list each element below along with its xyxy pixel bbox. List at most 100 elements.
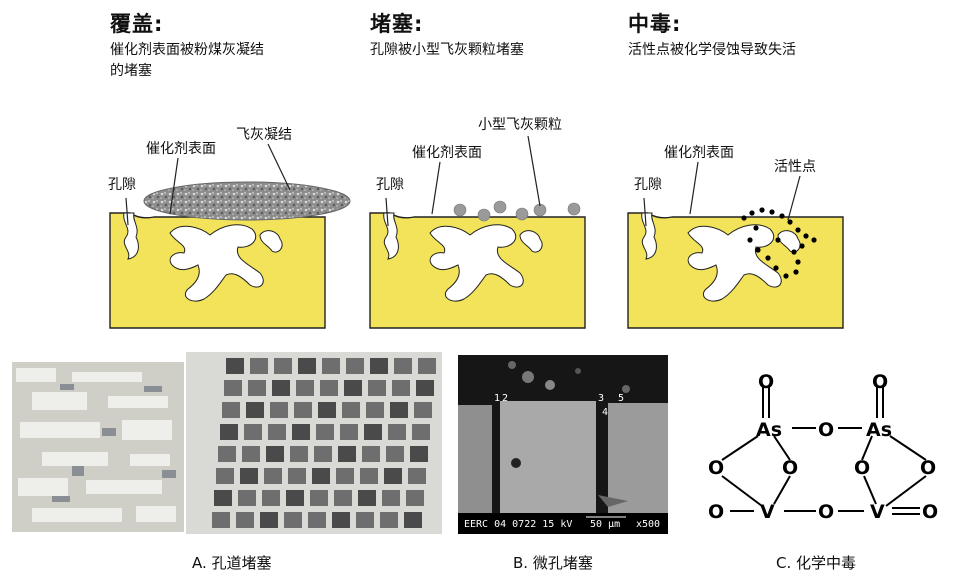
honeycomb-cell bbox=[360, 468, 378, 484]
honeycomb-cell bbox=[248, 380, 266, 396]
honeycomb-cell bbox=[382, 490, 400, 506]
pore-pointer-3 bbox=[643, 197, 647, 227]
active-site-label: 活性点 bbox=[774, 159, 816, 175]
honeycomb-cell bbox=[418, 358, 436, 374]
honeycomb-cell bbox=[272, 380, 290, 396]
honeycomb-cell bbox=[294, 402, 312, 418]
covering-desc-line2: 的堵塞 bbox=[110, 63, 152, 79]
honeycomb-cell bbox=[288, 468, 306, 484]
honeycomb-cell bbox=[266, 446, 284, 462]
pore-label-3: 孔隙 bbox=[634, 177, 662, 193]
sem-mark-2: 2 bbox=[502, 393, 508, 404]
o-bottom-right: O bbox=[922, 501, 938, 523]
honeycomb-cell bbox=[392, 380, 410, 396]
honeycomb-cell bbox=[264, 468, 282, 484]
poisoning-catalyst-block bbox=[627, 212, 844, 329]
honeycomb-cell bbox=[336, 468, 354, 484]
honeycomb-cell bbox=[214, 490, 232, 506]
honeycomb-cell bbox=[384, 468, 402, 484]
honeycomb-cell bbox=[226, 358, 244, 374]
blocking-description: 孔隙被小型飞灰颗粒堵塞 bbox=[370, 42, 524, 58]
honeycomb-cell bbox=[250, 358, 268, 374]
honeycomb-cell bbox=[308, 512, 326, 528]
honeycomb-cell bbox=[406, 490, 424, 506]
active-site-pointer bbox=[787, 175, 801, 221]
honeycomb-cell bbox=[220, 424, 238, 440]
particle-label: 小型飞灰颗粒 bbox=[478, 117, 562, 133]
covering-title: 覆盖: bbox=[110, 12, 164, 36]
honeycomb-cell bbox=[244, 424, 262, 440]
ash-pointer-1 bbox=[267, 143, 291, 191]
honeycomb-cell bbox=[314, 446, 332, 462]
sem-info: EERC 04 0722 15 kV bbox=[464, 519, 572, 530]
honeycomb-cell bbox=[390, 402, 408, 418]
honeycomb-cell bbox=[322, 358, 340, 374]
sem-mark-1: 1 bbox=[494, 393, 500, 404]
honeycomb-cell bbox=[370, 358, 388, 374]
honeycomb-grid bbox=[186, 352, 442, 534]
honeycomb-cell bbox=[284, 512, 302, 528]
sem-scale: 50 µm bbox=[590, 519, 620, 530]
oxo-o-left: O bbox=[758, 371, 774, 393]
honeycomb-cell bbox=[334, 490, 352, 506]
honeycomb-cell bbox=[268, 424, 286, 440]
surface-pointer-2 bbox=[431, 161, 441, 215]
covering-desc-line1: 催化剂表面被粉煤灰凝结 bbox=[110, 42, 264, 58]
honeycomb-cell bbox=[298, 358, 316, 374]
honeycomb-cell bbox=[356, 512, 374, 528]
ash-label: 飞灰凝结 bbox=[236, 127, 292, 143]
honeycomb-cell bbox=[312, 468, 330, 484]
honeycomb-cell bbox=[408, 468, 426, 484]
surface-label-1: 催化剂表面 bbox=[146, 141, 216, 157]
vanadium-right: V bbox=[870, 501, 885, 523]
o-bottom-left: O bbox=[708, 501, 724, 523]
honeycomb-cell bbox=[318, 402, 336, 418]
honeycomb-cell bbox=[238, 490, 256, 506]
caption-b: B. 微孔堵塞 bbox=[513, 554, 593, 572]
oxo-o-right: O bbox=[872, 371, 888, 393]
pore-label-2: 孔隙 bbox=[376, 177, 404, 193]
small-ash-particles bbox=[453, 200, 581, 222]
sem-mark-4: 4 bbox=[602, 407, 608, 418]
bridge-o-top: O bbox=[818, 419, 834, 441]
honeycomb-cell bbox=[296, 380, 314, 396]
honeycomb-cell bbox=[274, 358, 292, 374]
honeycomb-cell bbox=[292, 424, 310, 440]
honeycomb-cell bbox=[310, 490, 328, 506]
pore-pointer-2 bbox=[385, 197, 389, 227]
honeycomb-cell bbox=[386, 446, 404, 462]
honeycomb-cell bbox=[344, 380, 362, 396]
honeycomb-cell bbox=[332, 512, 350, 528]
fouled-surface-photo bbox=[12, 362, 184, 532]
honeycomb-cell bbox=[320, 380, 338, 396]
sem-mark-3: 3 bbox=[598, 393, 604, 404]
surface-label-2: 催化剂表面 bbox=[412, 145, 482, 161]
honeycomb-cell bbox=[290, 446, 308, 462]
honeycomb-photo bbox=[186, 352, 442, 534]
honeycomb-cell bbox=[380, 512, 398, 528]
caption-a: A. 孔道堵塞 bbox=[192, 554, 272, 572]
blocking-title: 堵塞: bbox=[370, 12, 424, 36]
honeycomb-cell bbox=[368, 380, 386, 396]
o-right-1: O bbox=[854, 457, 870, 479]
honeycomb-cell bbox=[366, 402, 384, 418]
pore-label-1: 孔隙 bbox=[108, 177, 136, 193]
honeycomb-cell bbox=[246, 402, 264, 418]
honeycomb-cell bbox=[262, 490, 280, 506]
pore-pointer-1 bbox=[125, 197, 129, 226]
honeycomb-cell bbox=[414, 402, 432, 418]
surface-pointer-1 bbox=[169, 157, 179, 215]
vanadium-left: V bbox=[760, 501, 775, 523]
ash-agglomerate bbox=[143, 181, 351, 221]
honeycomb-cell bbox=[218, 446, 236, 462]
honeycomb-cell bbox=[236, 512, 254, 528]
honeycomb-cell bbox=[260, 512, 278, 528]
poisoning-title: 中毒: bbox=[628, 12, 682, 36]
honeycomb-cell bbox=[316, 424, 334, 440]
poisoning-description: 活性点被化学侵蚀导致失活 bbox=[628, 42, 796, 58]
honeycomb-cell bbox=[216, 468, 234, 484]
o-left-2: O bbox=[782, 457, 798, 479]
honeycomb-cell bbox=[412, 424, 430, 440]
honeycomb-cell bbox=[416, 380, 434, 396]
honeycomb-cell bbox=[270, 402, 288, 418]
